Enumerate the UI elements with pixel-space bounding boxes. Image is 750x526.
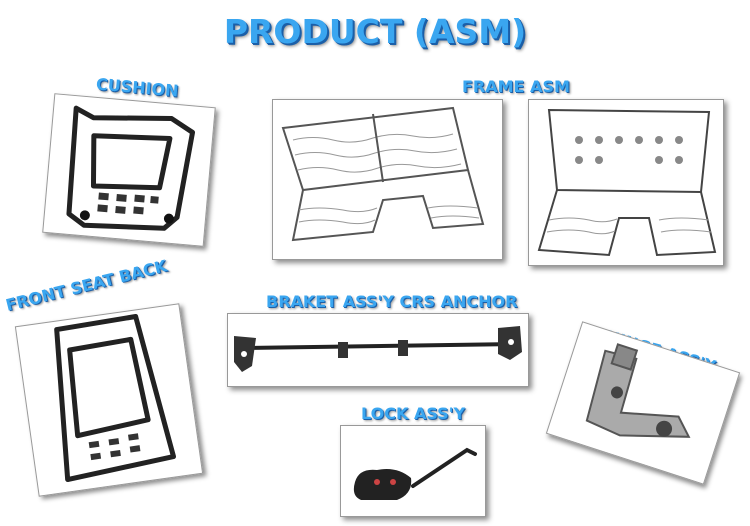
frame-asm-card-1 (272, 99, 503, 260)
lock-label: LOCK ASS'Y (361, 404, 466, 423)
lock-card (340, 425, 486, 517)
braket-card (227, 313, 529, 387)
frame-asm-label: FRAME ASM (462, 77, 570, 96)
frame-asm-image-2 (537, 108, 717, 257)
braket-image (234, 326, 522, 372)
front-seat-back-label: FRONT SEAT BACK (3, 256, 169, 315)
frame-asm-card-2 (528, 99, 724, 266)
cushion-frame-image (66, 105, 196, 231)
page-title: PRODUCT (ASM) (223, 12, 527, 51)
hinge-image (585, 343, 691, 438)
braket-label: BRAKET ASS'Y CRS ANCHOR (266, 292, 518, 311)
cushion-card (42, 93, 216, 247)
front-seat-back-card (14, 303, 204, 497)
cushion-label: CUSHION (95, 74, 180, 101)
lock-image (353, 447, 477, 500)
hinge-card (545, 321, 741, 485)
frame-asm-image-1 (281, 106, 485, 242)
front-seat-back-image (54, 313, 177, 483)
